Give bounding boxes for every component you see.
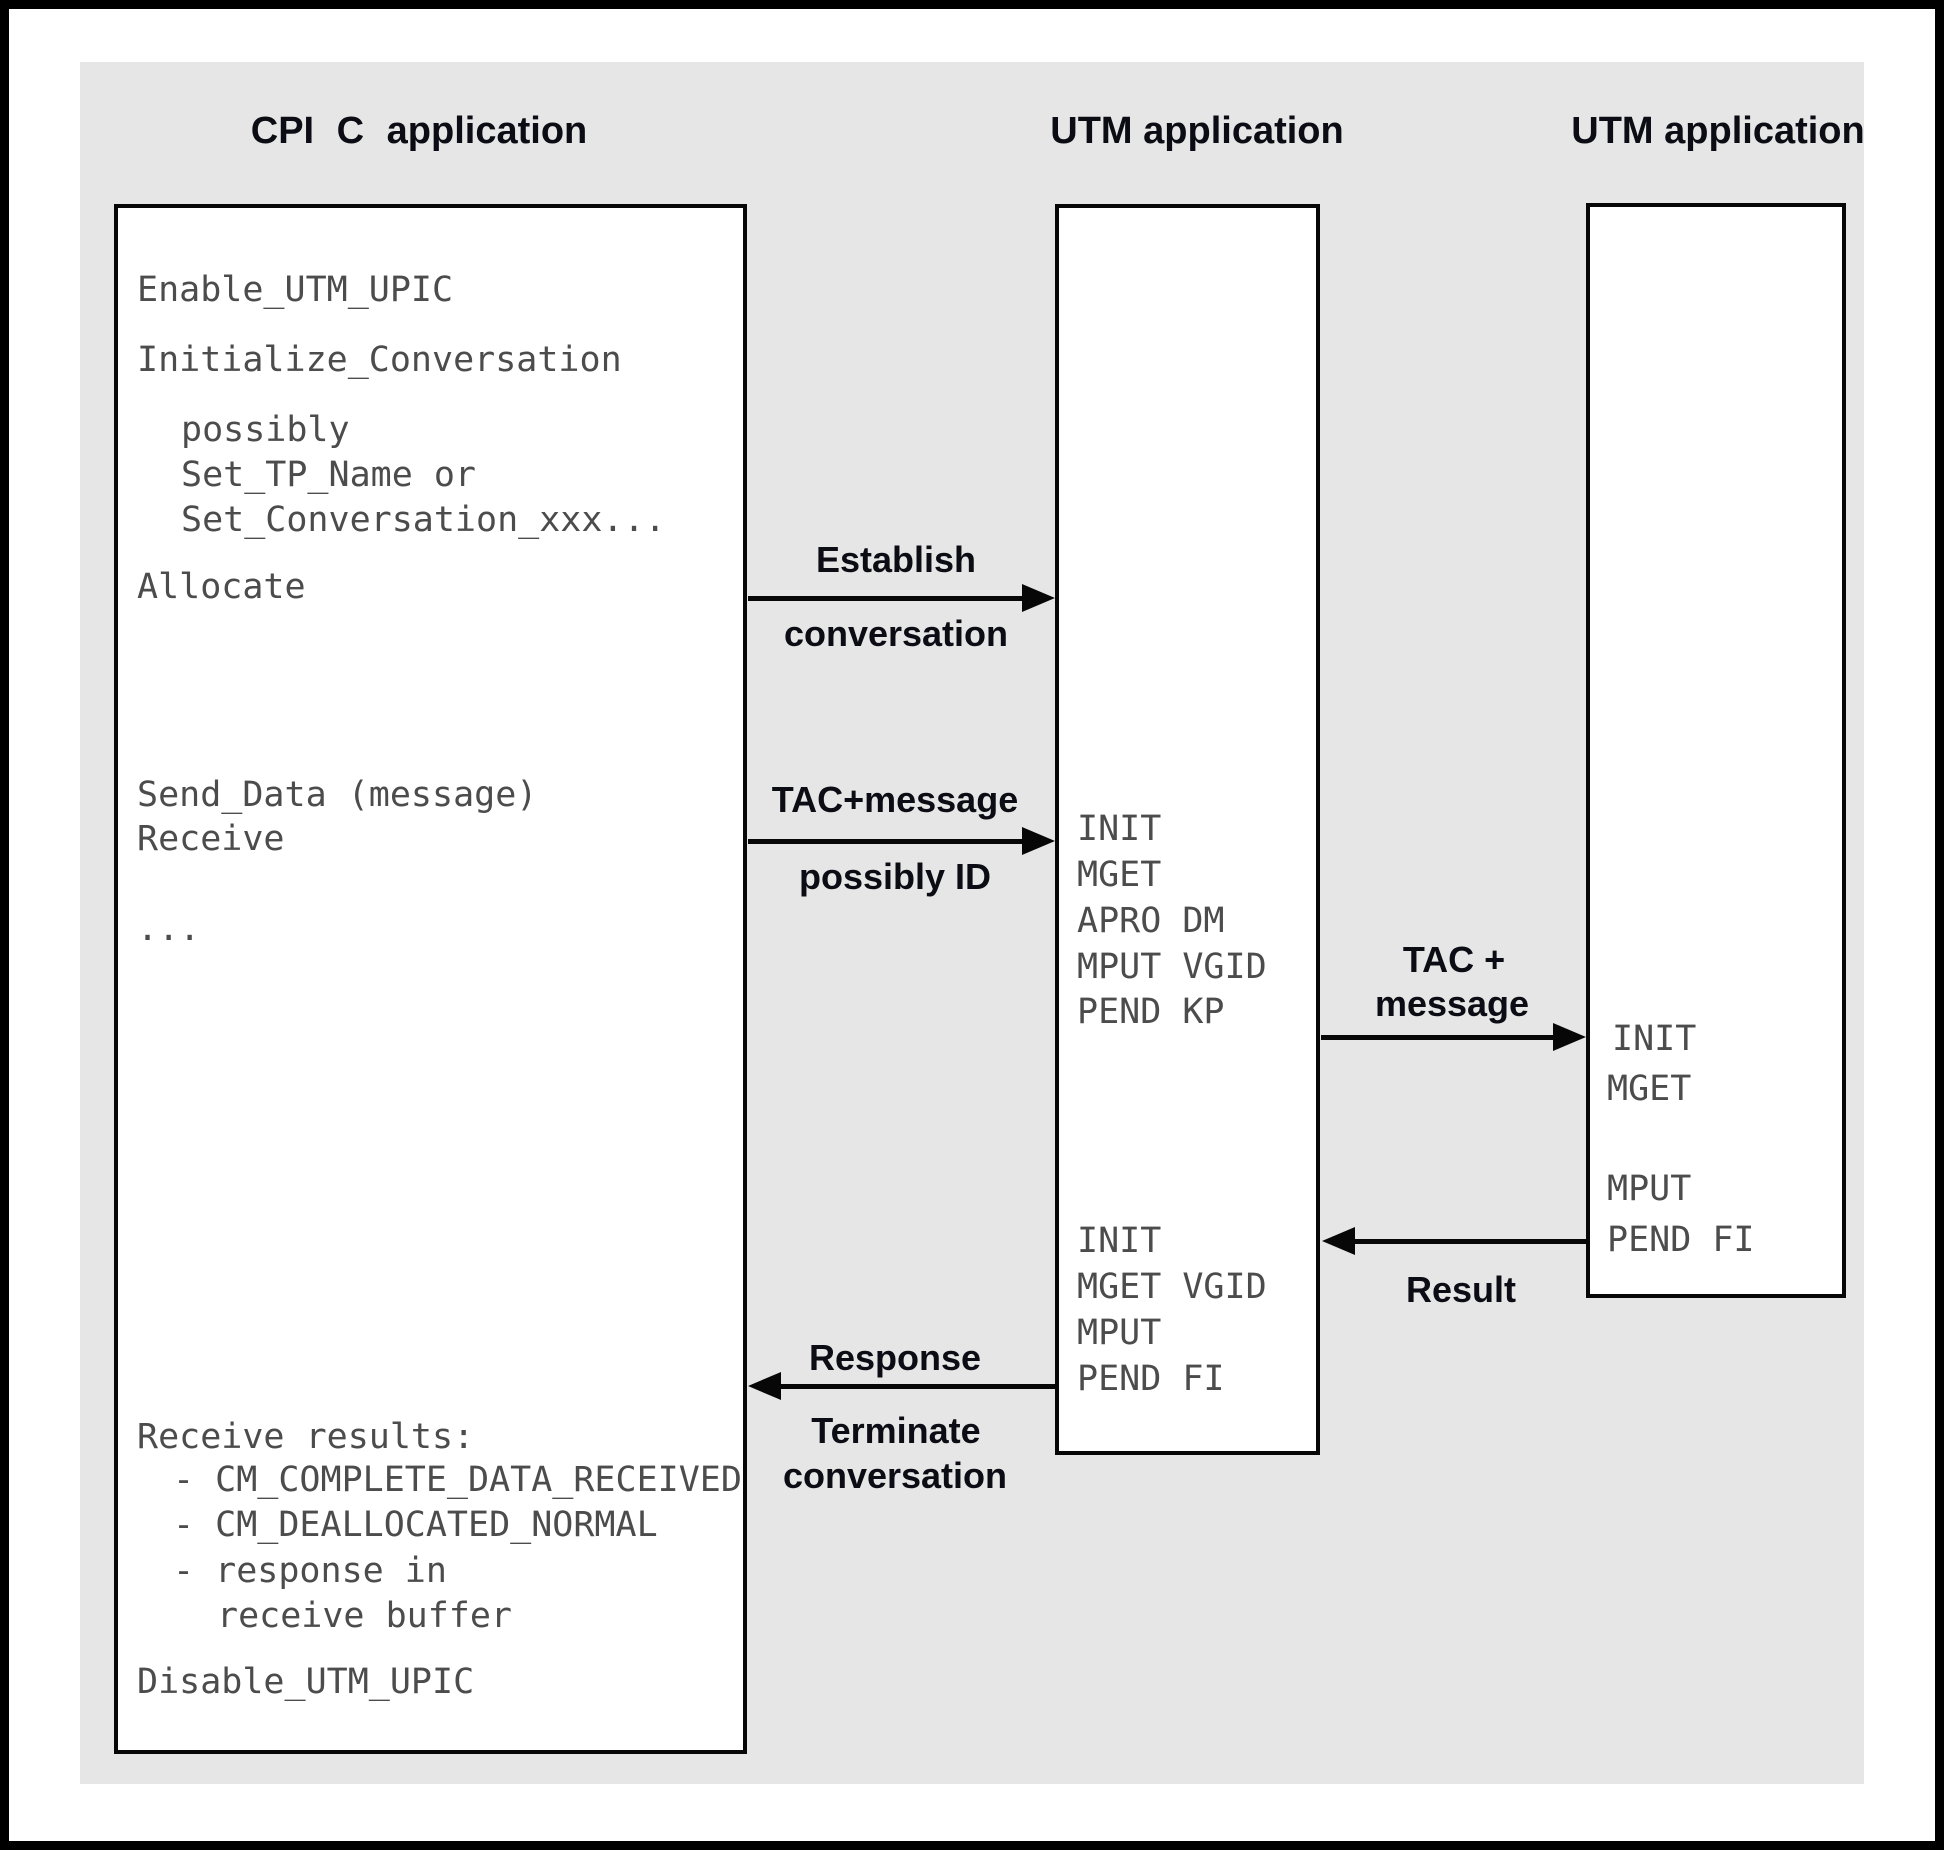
tac-message-arrow-label-bottom: possibly ID xyxy=(798,856,992,897)
header-utm-application-2: UTM application xyxy=(1571,110,1865,152)
cpic-line-send-data: Send_Data (message) xyxy=(137,775,538,815)
tac-message2-arrow-line xyxy=(1321,1035,1554,1040)
tac-message-arrow-line xyxy=(748,839,1023,844)
establish-arrow-label-top: Establish xyxy=(815,539,977,580)
cpic-line-cm-deallocated: - CM_DEALLOCATED_NORMAL xyxy=(173,1505,658,1545)
utm1-call-pend-fi: PEND FI xyxy=(1077,1359,1225,1399)
tac-message2-arrow-label-line2: message xyxy=(1374,983,1530,1024)
response-arrow-label-top: Response xyxy=(808,1337,982,1378)
utm1-call-init-2: INIT xyxy=(1077,1221,1162,1261)
cpic-line-set-conversation: Set_Conversation_xxx... xyxy=(181,500,666,540)
utm1-call-mget: MGET xyxy=(1077,855,1162,895)
result-arrow-line xyxy=(1354,1239,1587,1244)
header-cpic-application: CPI C application xyxy=(250,110,588,152)
cpic-application-box xyxy=(114,204,747,1754)
tac-message-arrow-label-top: TAC+message xyxy=(771,779,1019,820)
cpic-line-ellipsis: ... xyxy=(137,909,201,949)
cpic-line-allocate: Allocate xyxy=(137,567,306,607)
cpic-line-enable-utm-upic: Enable_UTM_UPIC xyxy=(137,270,454,310)
tac-message2-arrow-label-line1: TAC + xyxy=(1402,939,1506,980)
establish-arrow-label-bottom: conversation xyxy=(783,613,1009,654)
tac-message2-arrow-head-right-icon xyxy=(1553,1023,1586,1051)
terminate-arrow-label-line1: Terminate xyxy=(811,1410,981,1451)
header-utm-application-1: UTM application xyxy=(1050,110,1344,152)
terminate-arrow-label-line2: conversation xyxy=(782,1455,1008,1496)
utm-application-box-1 xyxy=(1055,204,1320,1455)
cpic-line-response-in: - response in xyxy=(173,1551,447,1591)
utm1-call-mget-vgid: MGET VGID xyxy=(1077,1267,1267,1307)
tac-message-arrow-head-right-icon xyxy=(1022,827,1055,855)
cpic-line-disable-utm-upic: Disable_UTM_UPIC xyxy=(137,1662,475,1702)
cpic-line-receive-buffer: receive buffer xyxy=(217,1596,513,1636)
cpic-line-initialize-conversation: Initialize_Conversation xyxy=(137,340,622,380)
cpic-line-receive: Receive xyxy=(137,819,285,859)
utm1-call-mput-vgid: MPUT VGID xyxy=(1077,947,1267,987)
establish-arrow-line xyxy=(748,596,1023,601)
utm1-call-mput: MPUT xyxy=(1077,1313,1162,1353)
cpic-line-cm-complete: - CM_COMPLETE_DATA_RECEIVED xyxy=(173,1460,742,1500)
response-arrow-head-left-icon xyxy=(748,1372,781,1400)
establish-arrow-head-right-icon xyxy=(1022,584,1055,612)
utm2-call-mput: MPUT xyxy=(1607,1169,1692,1209)
utm1-call-init: INIT xyxy=(1077,809,1162,849)
utm2-call-pend-fi: PEND FI xyxy=(1607,1220,1755,1260)
utm1-call-apro-dm: APRO DM xyxy=(1077,901,1225,941)
utm2-call-init: INIT xyxy=(1612,1019,1697,1059)
utm2-call-mget: MGET xyxy=(1607,1069,1692,1109)
cpic-line-set-tp-name: Set_TP_Name or xyxy=(181,455,477,495)
utm1-call-pend-kp: PEND KP xyxy=(1077,992,1225,1032)
result-arrow-head-left-icon xyxy=(1322,1227,1355,1255)
utm-application-box-2 xyxy=(1586,203,1846,1298)
cpic-line-possibly: possibly xyxy=(181,410,350,450)
response-arrow-line xyxy=(780,1384,1057,1389)
result-arrow-label: Result xyxy=(1405,1269,1517,1310)
cpic-line-receive-results: Receive results: xyxy=(137,1417,475,1457)
